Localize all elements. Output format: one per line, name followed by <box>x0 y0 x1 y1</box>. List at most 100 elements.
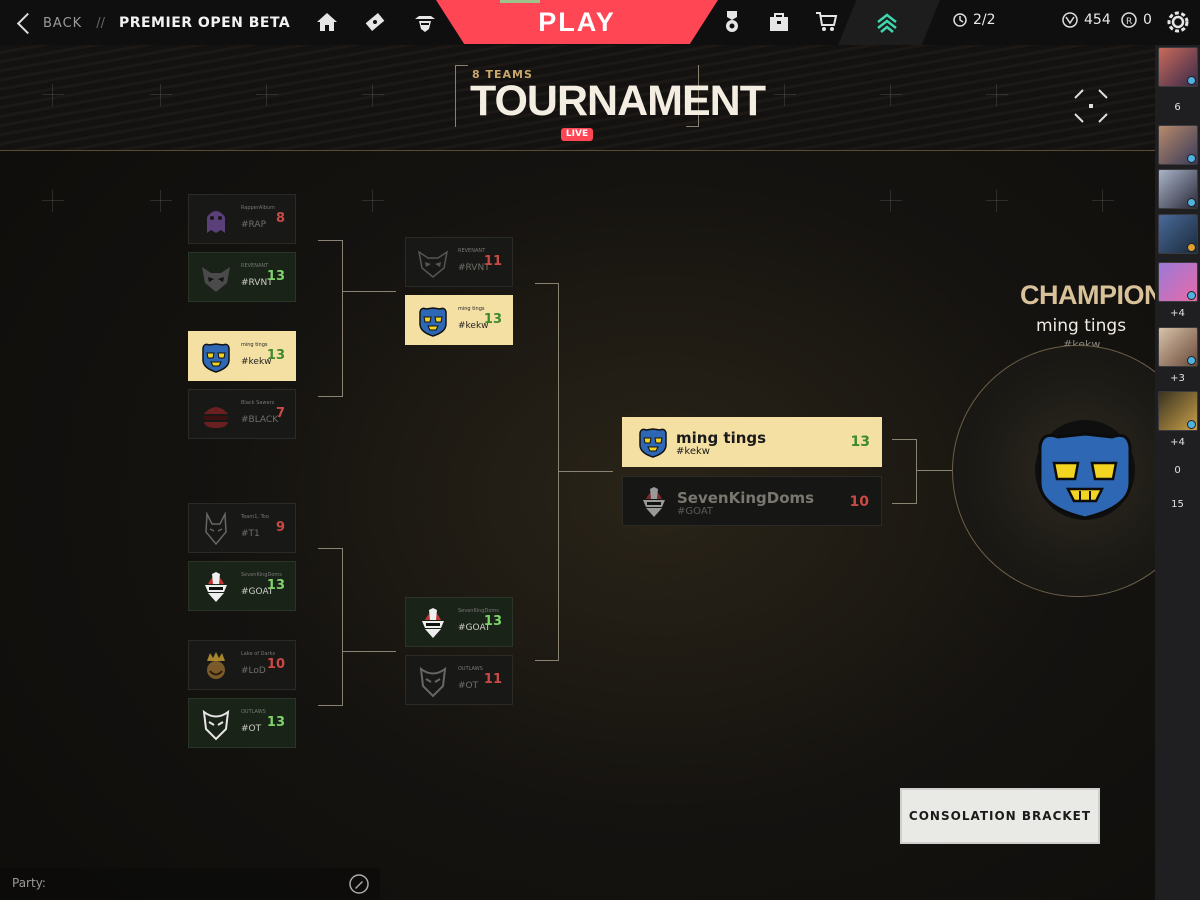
decor-cross <box>774 84 796 106</box>
party-bar <box>0 868 380 900</box>
friend-avatar[interactable] <box>1158 125 1198 165</box>
decor-cross <box>986 84 1008 106</box>
team-score: 13 <box>483 614 502 629</box>
team-tag: #kekw <box>458 321 489 331</box>
team-score: 13 <box>266 715 285 730</box>
friend-count: 6 <box>1174 102 1181 113</box>
bear-logo-icon <box>639 428 667 458</box>
r2-team-kekw[interactable]: ming tings #kekw 13 <box>405 295 513 345</box>
r1-team-t1[interactable]: Team1, Too #T1 9 <box>188 503 296 553</box>
locker-icon[interactable] <box>767 10 791 34</box>
agent-hat-icon[interactable] <box>413 10 437 34</box>
team-score: 11 <box>483 672 502 687</box>
ticket-icon[interactable] <box>363 10 387 34</box>
play-accent <box>500 0 540 3</box>
team-score: 7 <box>275 406 285 421</box>
decor-cross <box>42 190 64 212</box>
online-status-icon <box>1187 198 1196 207</box>
friend-avatar[interactable] <box>1158 262 1198 302</box>
online-status-icon <box>1187 76 1196 85</box>
team-tag: #T1 <box>241 529 260 539</box>
r1-team-rvnt[interactable]: REVENANT #RVNT 13 <box>188 252 296 302</box>
final-team-goat[interactable]: SevenKingDoms #GOAT 10 <box>622 476 882 526</box>
friend-avatar[interactable] <box>1158 214 1198 254</box>
battlepass-chevron-icon[interactable] <box>875 10 899 34</box>
bracket-line <box>342 291 396 292</box>
decor-cross <box>42 84 64 106</box>
team-name: SevenKingDoms <box>458 608 499 614</box>
team-name: ming tings <box>458 306 485 312</box>
r2-team-goat[interactable]: SevenKingDoms #GOAT 13 <box>405 597 513 647</box>
r1-team-kekw[interactable]: ming tings #kekw 13 <box>188 331 296 381</box>
total-count: 15 <box>1171 499 1184 510</box>
r1-team-black[interactable]: Black Sawers #BLACK 7 <box>188 389 296 439</box>
bracket-line <box>916 439 917 504</box>
consolation-bracket-button[interactable]: CONSOLATION BRACKET <box>900 788 1100 844</box>
back-label: BACK <box>43 15 83 31</box>
decor-cross <box>362 84 384 106</box>
back-button[interactable]: BACK // PREMIER OPEN BETA <box>14 10 290 36</box>
champion-name: ming tings <box>1036 316 1127 336</box>
player-avatar[interactable] <box>1158 47 1198 87</box>
store-icon[interactable] <box>815 10 839 34</box>
radianite-amount: 0 <box>1143 12 1152 28</box>
team-tag: #GOAT <box>241 587 274 597</box>
decor-cross <box>256 84 278 106</box>
team-score: 8 <box>275 211 285 226</box>
helmet-logo-icon <box>205 572 227 602</box>
team-name: Lake of Darks <box>241 651 276 657</box>
team-score: 13 <box>266 348 285 363</box>
final-team-kekw[interactable]: ming tings #kekw 13 <box>622 417 882 467</box>
bracket-line <box>892 439 916 440</box>
decor-cross <box>362 190 384 212</box>
decor-cross <box>150 190 172 212</box>
r1-team-goat[interactable]: SevenKingDoms #GOAT 13 <box>188 561 296 611</box>
title-frame <box>455 65 699 127</box>
online-status-icon <box>1187 154 1196 163</box>
vp-balance[interactable]: 454 <box>1062 12 1111 28</box>
gear-icon[interactable] <box>1164 8 1192 36</box>
r2-team-rvnt[interactable]: REVENANT #RVNT 11 <box>405 237 513 287</box>
ghost-logo-icon <box>207 211 225 233</box>
queue-count: 2/2 <box>973 12 996 28</box>
svg-text:R: R <box>1126 17 1132 27</box>
home-icon[interactable] <box>315 10 339 34</box>
play-button[interactable]: PLAY <box>436 0 718 44</box>
friend-avatar[interactable] <box>1158 169 1198 209</box>
team-name: RapperAlbum <box>241 205 275 211</box>
team-name: REVENANT <box>458 248 486 254</box>
team-name: OUTLAWS <box>458 666 483 672</box>
r1-team-lod[interactable]: Lake of Darks #LoD 10 <box>188 640 296 690</box>
team-score: 9 <box>275 520 285 535</box>
r1-team-ot[interactable]: OUTLAWS #OT 13 <box>188 698 296 748</box>
medal-icon[interactable] <box>720 10 744 34</box>
r1-team-rap[interactable]: RapperAlbum #RAP 8 <box>188 194 296 244</box>
party-count: +3 <box>1170 373 1185 384</box>
team-name: ming tings <box>241 342 268 348</box>
party-count: +4 <box>1170 437 1185 448</box>
friend-avatar[interactable] <box>1158 391 1198 431</box>
team-tag: #RVNT <box>458 263 490 273</box>
bracket-line <box>318 240 342 241</box>
friend-avatar[interactable] <box>1158 327 1198 367</box>
team-tag: #BLACK <box>241 415 279 425</box>
edit-party-icon[interactable] <box>348 873 370 895</box>
revenant-logo-icon <box>417 250 449 278</box>
fullscreen-icon[interactable] <box>1073 88 1109 124</box>
team-tag: #OT <box>241 724 262 734</box>
queue-timer: 2/2 <box>953 12 996 28</box>
team-score: 10 <box>849 494 869 510</box>
team-score: 13 <box>266 269 285 284</box>
champion-bear-logo-icon <box>1038 432 1132 520</box>
team-score: 10 <box>266 657 285 672</box>
radianite-balance[interactable]: R 0 <box>1121 12 1152 28</box>
team-name: OUTLAWS <box>241 709 266 715</box>
helmet-logo-icon <box>422 608 444 638</box>
revenant-logo-icon <box>202 267 230 292</box>
r2-team-ot[interactable]: OUTLAWS #OT 11 <box>405 655 513 705</box>
page-title: TOURNAMENT <box>470 77 766 125</box>
back-arrow-icon <box>16 12 39 34</box>
bracket-line <box>558 283 559 661</box>
decor-cross <box>1092 190 1114 212</box>
bracket-line <box>916 470 952 471</box>
